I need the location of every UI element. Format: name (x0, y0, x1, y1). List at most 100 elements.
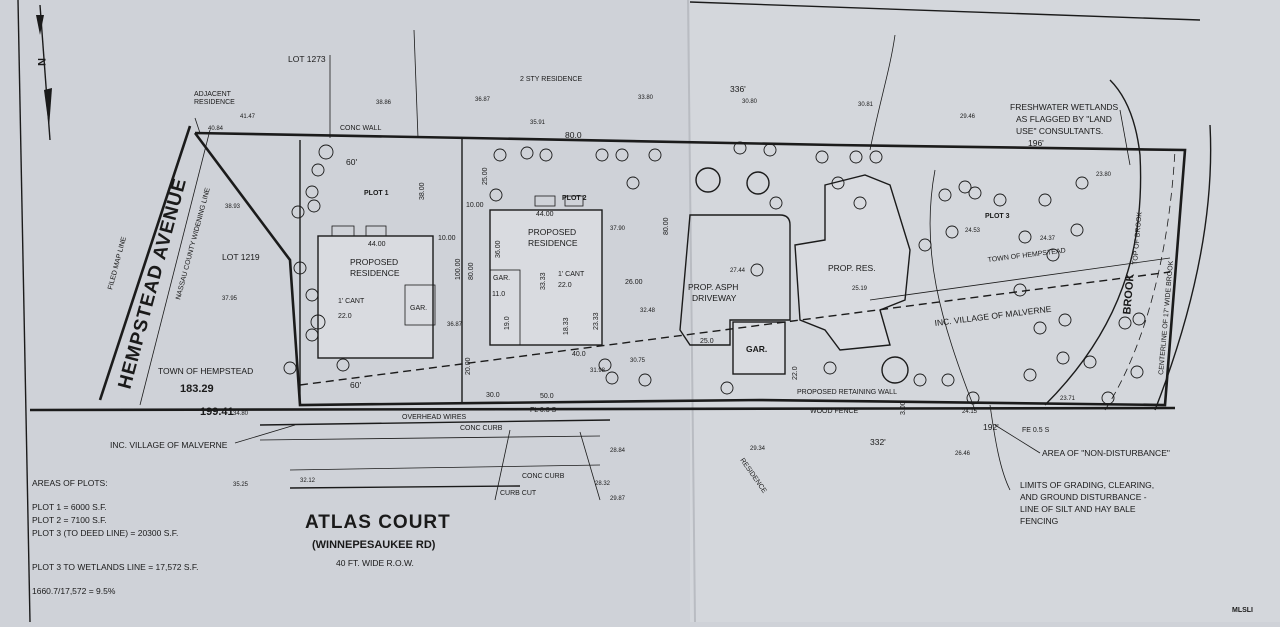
non-disturbance-leader (994, 424, 1041, 454)
svg-text:26.46: 26.46 (955, 451, 971, 457)
dim-199: 199.41 (200, 406, 234, 418)
dim-11: 11.0 (492, 291, 505, 298)
svg-text:N: N (35, 58, 47, 66)
plot-2-residence (489, 195, 603, 346)
dim-10-b: 10.00 (466, 202, 484, 209)
winnepesaukee-subtitle: (WINNEPESAUKEE RD) (312, 539, 436, 551)
freshwater-wetlands-label: FRESHWATER WETLANDS (1010, 102, 1118, 112)
area-wetlands: PLOT 3 TO WETLANDS LINE = 17,572 S.F. (32, 562, 199, 572)
dim-332: 332' (870, 437, 886, 447)
wetlands-leader (1119, 109, 1131, 166)
area-plot-1: PLOT 1 = 6000 S.F. (32, 502, 107, 512)
svg-text:38.86: 38.86 (376, 100, 392, 106)
svg-text:28.32: 28.32 (595, 481, 611, 487)
svg-text:40.84: 40.84 (208, 126, 224, 132)
adjacent-residence-label-2: RESIDENCE (194, 99, 235, 106)
svg-text:24.15: 24.15 (962, 409, 978, 415)
dim-20: 20.00 (465, 357, 472, 375)
plot-1-cant-label: 1' CANT (338, 298, 365, 305)
town-line (869, 257, 1171, 301)
dim-19: 19.0 (504, 316, 511, 330)
svg-text:34.80: 34.80 (233, 411, 249, 417)
dim-44-b: 44.00 (536, 211, 554, 218)
dim-23: 23.33 (593, 312, 600, 330)
dim-80: 80.0 (565, 130, 582, 140)
svg-text:37.90: 37.90 (610, 226, 626, 232)
dim-80-vert: 80.00 (468, 262, 475, 280)
limits-grading-label-3: LINE OF SILT AND HAY BALE (1020, 504, 1136, 514)
conc-curb-top-label: CONC CURB (460, 425, 503, 432)
plot-3-residence (794, 174, 911, 351)
drywell-icons (695, 167, 909, 384)
dim-22-b: 22.0 (558, 282, 572, 289)
two-sty-residence-label: 2 STY RESIDENCE (520, 76, 582, 83)
plot-2-garage-label: GAR. (493, 275, 510, 282)
fe-label: FE 0.5 S (1022, 427, 1050, 434)
driveway-label-2: DRIVEWAY (692, 293, 737, 303)
driveway-label: PROP. ASPH (688, 282, 738, 292)
svg-text:24.37: 24.37 (1040, 236, 1056, 242)
svg-text:30.80: 30.80 (742, 99, 758, 105)
svg-text:30.81: 30.81 (858, 102, 874, 108)
plot-3-driveway (679, 214, 791, 346)
areas-of-plots: AREAS OF PLOTS: PLOT 1 = 6000 S.F. PLOT … (32, 478, 199, 596)
svg-text:24.53: 24.53 (965, 228, 981, 234)
neighbour-lines (194, 1, 1201, 151)
atlas-court-street (29, 406, 1176, 501)
svg-text:32.48: 32.48 (640, 308, 656, 314)
svg-text:36.87: 36.87 (447, 322, 463, 328)
tree-icons (283, 141, 1146, 405)
curb-cut-label: CURB CUT (500, 490, 537, 497)
conc-curb-bottom-label: CONC CURB (522, 473, 565, 480)
top-of-brook-label: TOP OF BROOK (1132, 211, 1144, 265)
town-of-hempstead-left: TOWN OF HEMPSTEAD (158, 366, 253, 376)
svg-text:35.91: 35.91 (530, 120, 546, 126)
dim-10-a: 10.00 (438, 235, 456, 242)
atlas-court-title: ATLAS COURT (305, 512, 451, 533)
dim-25-vert: 25.00 (482, 167, 489, 185)
row-width-label: 40 FT. WIDE R.O.W. (336, 558, 414, 568)
svg-text:33.80: 33.80 (638, 95, 654, 101)
dim-22-a: 22.0 (338, 313, 352, 320)
inc-village-left: INC. VILLAGE OF MALVERNE (110, 440, 228, 450)
area-plot-2: PLOT 2 = 7100 S.F. (32, 515, 107, 525)
dim-192: 192' (983, 422, 999, 432)
limits-grading-label-2: AND GROUND DISTURBANCE - (1020, 492, 1147, 502)
svg-text:29.34: 29.34 (750, 446, 766, 452)
retaining-wall-label: PROPOSED RETAINING WALL (797, 389, 897, 396)
dim-60-bottom: 60' (350, 380, 361, 390)
svg-text:37.95: 37.95 (222, 296, 238, 302)
dim-196: 196' (1028, 138, 1044, 148)
svg-text:38.93: 38.93 (225, 204, 241, 210)
svg-text:28.84: 28.84 (610, 448, 626, 454)
overhead-wires-label: OVERHEAD WIRES (402, 414, 467, 421)
areas-heading: AREAS OF PLOTS: (32, 478, 108, 488)
property-boundary (193, 131, 1187, 407)
fl-label: FL 0.3 S (530, 407, 557, 414)
plot-2-residence-label-2: RESIDENCE (528, 238, 578, 248)
dim-50: 50.0 (540, 393, 554, 400)
brook-lines (929, 79, 1212, 491)
plot-3-label: PLOT 3 (985, 213, 1010, 220)
dim-26: 26.00 (625, 279, 643, 286)
dim-80-vert-2: 80.00 (663, 217, 670, 235)
svg-text:35.25: 35.25 (233, 482, 249, 488)
mlsli-watermark: MLSLI (1232, 607, 1253, 614)
adjacent-residence-label: ADJACENT (194, 91, 232, 98)
dim-100: 100.00 (455, 258, 462, 280)
svg-text:27.44: 27.44 (730, 268, 746, 274)
svg-text:25.19: 25.19 (852, 286, 868, 292)
svg-text:36.87: 36.87 (475, 97, 491, 103)
plot-2-label: PLOT 2 (562, 195, 587, 202)
plot-1-residence (317, 225, 436, 359)
limits-grading-label: LIMITS OF GRADING, CLEARING, (1020, 480, 1154, 490)
north-arrow-icon: N (35, 4, 52, 141)
dim-22-vert: 22.0 (792, 366, 799, 380)
dim-40: 40.0 (572, 351, 586, 358)
dim-44-a: 44.00 (368, 241, 386, 248)
dim-38: 38.00 (419, 182, 426, 200)
area-ratio: 1660.7/17,572 = 9.5% (32, 586, 116, 596)
dim-60-top: 60' (346, 157, 357, 167)
dim-336: 336' (730, 84, 746, 94)
svg-text:32.12: 32.12 (300, 478, 316, 484)
